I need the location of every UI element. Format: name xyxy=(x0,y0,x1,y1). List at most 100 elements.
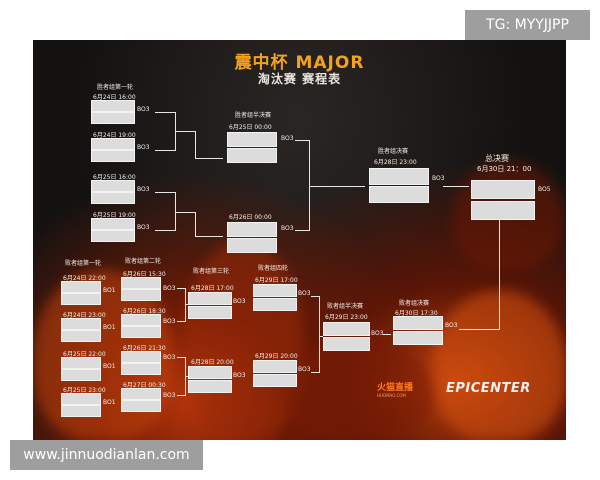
poster-title: 震中杯 MAJOR xyxy=(234,53,365,73)
match-date: 6月29日 23:00 xyxy=(325,314,368,321)
match-format: BO3 xyxy=(281,225,294,232)
huomao-logo-subtext: HUOMAO.COM xyxy=(377,393,406,398)
match-slot xyxy=(61,369,101,381)
match-format: BO3 xyxy=(163,392,176,399)
match-date: 6月24日 16:00 xyxy=(93,94,136,101)
bracket-connector xyxy=(155,150,175,151)
match-slot xyxy=(91,218,135,230)
bracket-connector xyxy=(295,140,309,141)
match-slot xyxy=(91,192,135,204)
match-date: 6月26日 21:30 xyxy=(123,345,166,352)
match-date: 6月24日 23:00 xyxy=(63,312,106,319)
bracket-connector xyxy=(177,357,185,358)
match-slot xyxy=(188,380,232,393)
bracket-connector xyxy=(311,296,319,297)
match-date: 6月26日 15:30 xyxy=(123,271,166,278)
bracket-connector xyxy=(155,192,175,193)
match-format: BO3 xyxy=(163,285,176,292)
match-date: 6月25日 16:00 xyxy=(93,174,136,181)
match-format: BO3 xyxy=(137,144,150,151)
match-format: BO3 xyxy=(298,290,311,297)
match-format: BO3 xyxy=(233,372,246,379)
huomao-logo: 火猫直播 HUOMAO.COM xyxy=(377,380,413,398)
match-slot xyxy=(61,318,101,330)
match-date: 6月24日 19:00 xyxy=(93,132,136,139)
match-format: BO3 xyxy=(163,318,176,325)
upper-final-label: 胜者组决赛 xyxy=(378,148,409,155)
grand-final-label: 总决赛 xyxy=(485,154,509,163)
bracket-connector xyxy=(175,212,195,213)
match-slot xyxy=(227,132,277,147)
match-date: 6月25日 23:00 xyxy=(63,387,106,394)
match-format: BO3 xyxy=(137,106,150,113)
match-slot xyxy=(91,230,135,242)
watermark-url: www.jinnuodianlan.com xyxy=(10,440,203,470)
lower-final-label: 败者组决赛 xyxy=(399,300,430,307)
bracket-connector xyxy=(175,131,195,132)
bracket-connector xyxy=(319,296,320,373)
match-date: 6月25日 19:00 xyxy=(93,212,136,219)
match-slot xyxy=(471,180,535,199)
match-slot xyxy=(323,322,370,336)
match-slot xyxy=(121,351,161,363)
match-format: BO3 xyxy=(163,354,176,361)
lower-round2-label: 败者组第二轮 xyxy=(125,258,162,265)
bracket-connector xyxy=(195,158,223,159)
match-slot xyxy=(253,374,297,387)
bracket-connector xyxy=(177,395,185,396)
match-slot xyxy=(369,186,429,203)
match-format: BO3 xyxy=(432,175,445,182)
bracket-connector xyxy=(319,336,323,337)
bracket-connector xyxy=(177,321,185,322)
match-format: BO1 xyxy=(103,363,116,370)
lower-round4-label: 败者组四轮 xyxy=(258,265,289,272)
lower-round1-label: 败者组第一轮 xyxy=(65,260,102,267)
bracket-connector xyxy=(311,372,319,373)
match-slot xyxy=(121,363,161,375)
match-slot xyxy=(61,393,101,405)
match-slot xyxy=(393,331,443,345)
bracket-connector xyxy=(177,288,185,289)
match-slot xyxy=(227,222,277,237)
match-date: 6月26日 18:30 xyxy=(123,308,166,315)
match-format: BO3 xyxy=(298,366,311,373)
epicenter-logo: EPICENTER xyxy=(446,381,531,396)
match-format: BO1 xyxy=(103,399,116,406)
match-slot xyxy=(91,100,135,112)
bracket-connector xyxy=(175,192,176,231)
upper-round1-label: 胜者组第一轮 xyxy=(97,84,134,91)
watermark-tg: TG: MYYJJPP xyxy=(465,10,590,40)
match-slot xyxy=(323,337,370,351)
match-slot xyxy=(91,180,135,192)
bracket-connector xyxy=(155,112,175,113)
bracket-connector xyxy=(383,334,391,335)
match-slot xyxy=(121,289,161,301)
match-date: 6月27日 00:30 xyxy=(123,382,166,389)
bracket-connector xyxy=(195,212,196,236)
match-date: 6月25日 22:00 xyxy=(63,351,106,358)
match-slot xyxy=(121,314,161,326)
match-slot xyxy=(253,284,297,297)
match-slot xyxy=(188,306,232,319)
huomao-logo-text: 火猫直播 xyxy=(377,383,414,393)
match-slot xyxy=(393,316,443,330)
match-slot xyxy=(61,357,101,369)
bracket-connector xyxy=(459,329,499,330)
match-date: 6月26日 00:00 xyxy=(229,214,272,221)
match-slot xyxy=(188,292,232,305)
match-slot xyxy=(61,281,101,293)
match-slot xyxy=(227,238,277,253)
bracket-connector xyxy=(443,186,469,187)
bracket-connector xyxy=(295,230,309,231)
match-slot xyxy=(369,168,429,185)
poster-subtitle: 淘汰赛 赛程表 xyxy=(257,72,342,86)
bracket-connector xyxy=(499,220,500,330)
lower-round3-label: 败者组第三轮 xyxy=(193,268,230,275)
match-format: BO3 xyxy=(371,330,384,337)
match-date: 6月30日 17:30 xyxy=(395,310,438,317)
lower-semi-label: 败者组半决赛 xyxy=(327,303,364,310)
match-format: BO5 xyxy=(538,186,551,193)
match-slot xyxy=(61,405,101,417)
match-date: 6月28日 23:00 xyxy=(374,159,417,166)
match-format: BO3 xyxy=(233,298,246,305)
